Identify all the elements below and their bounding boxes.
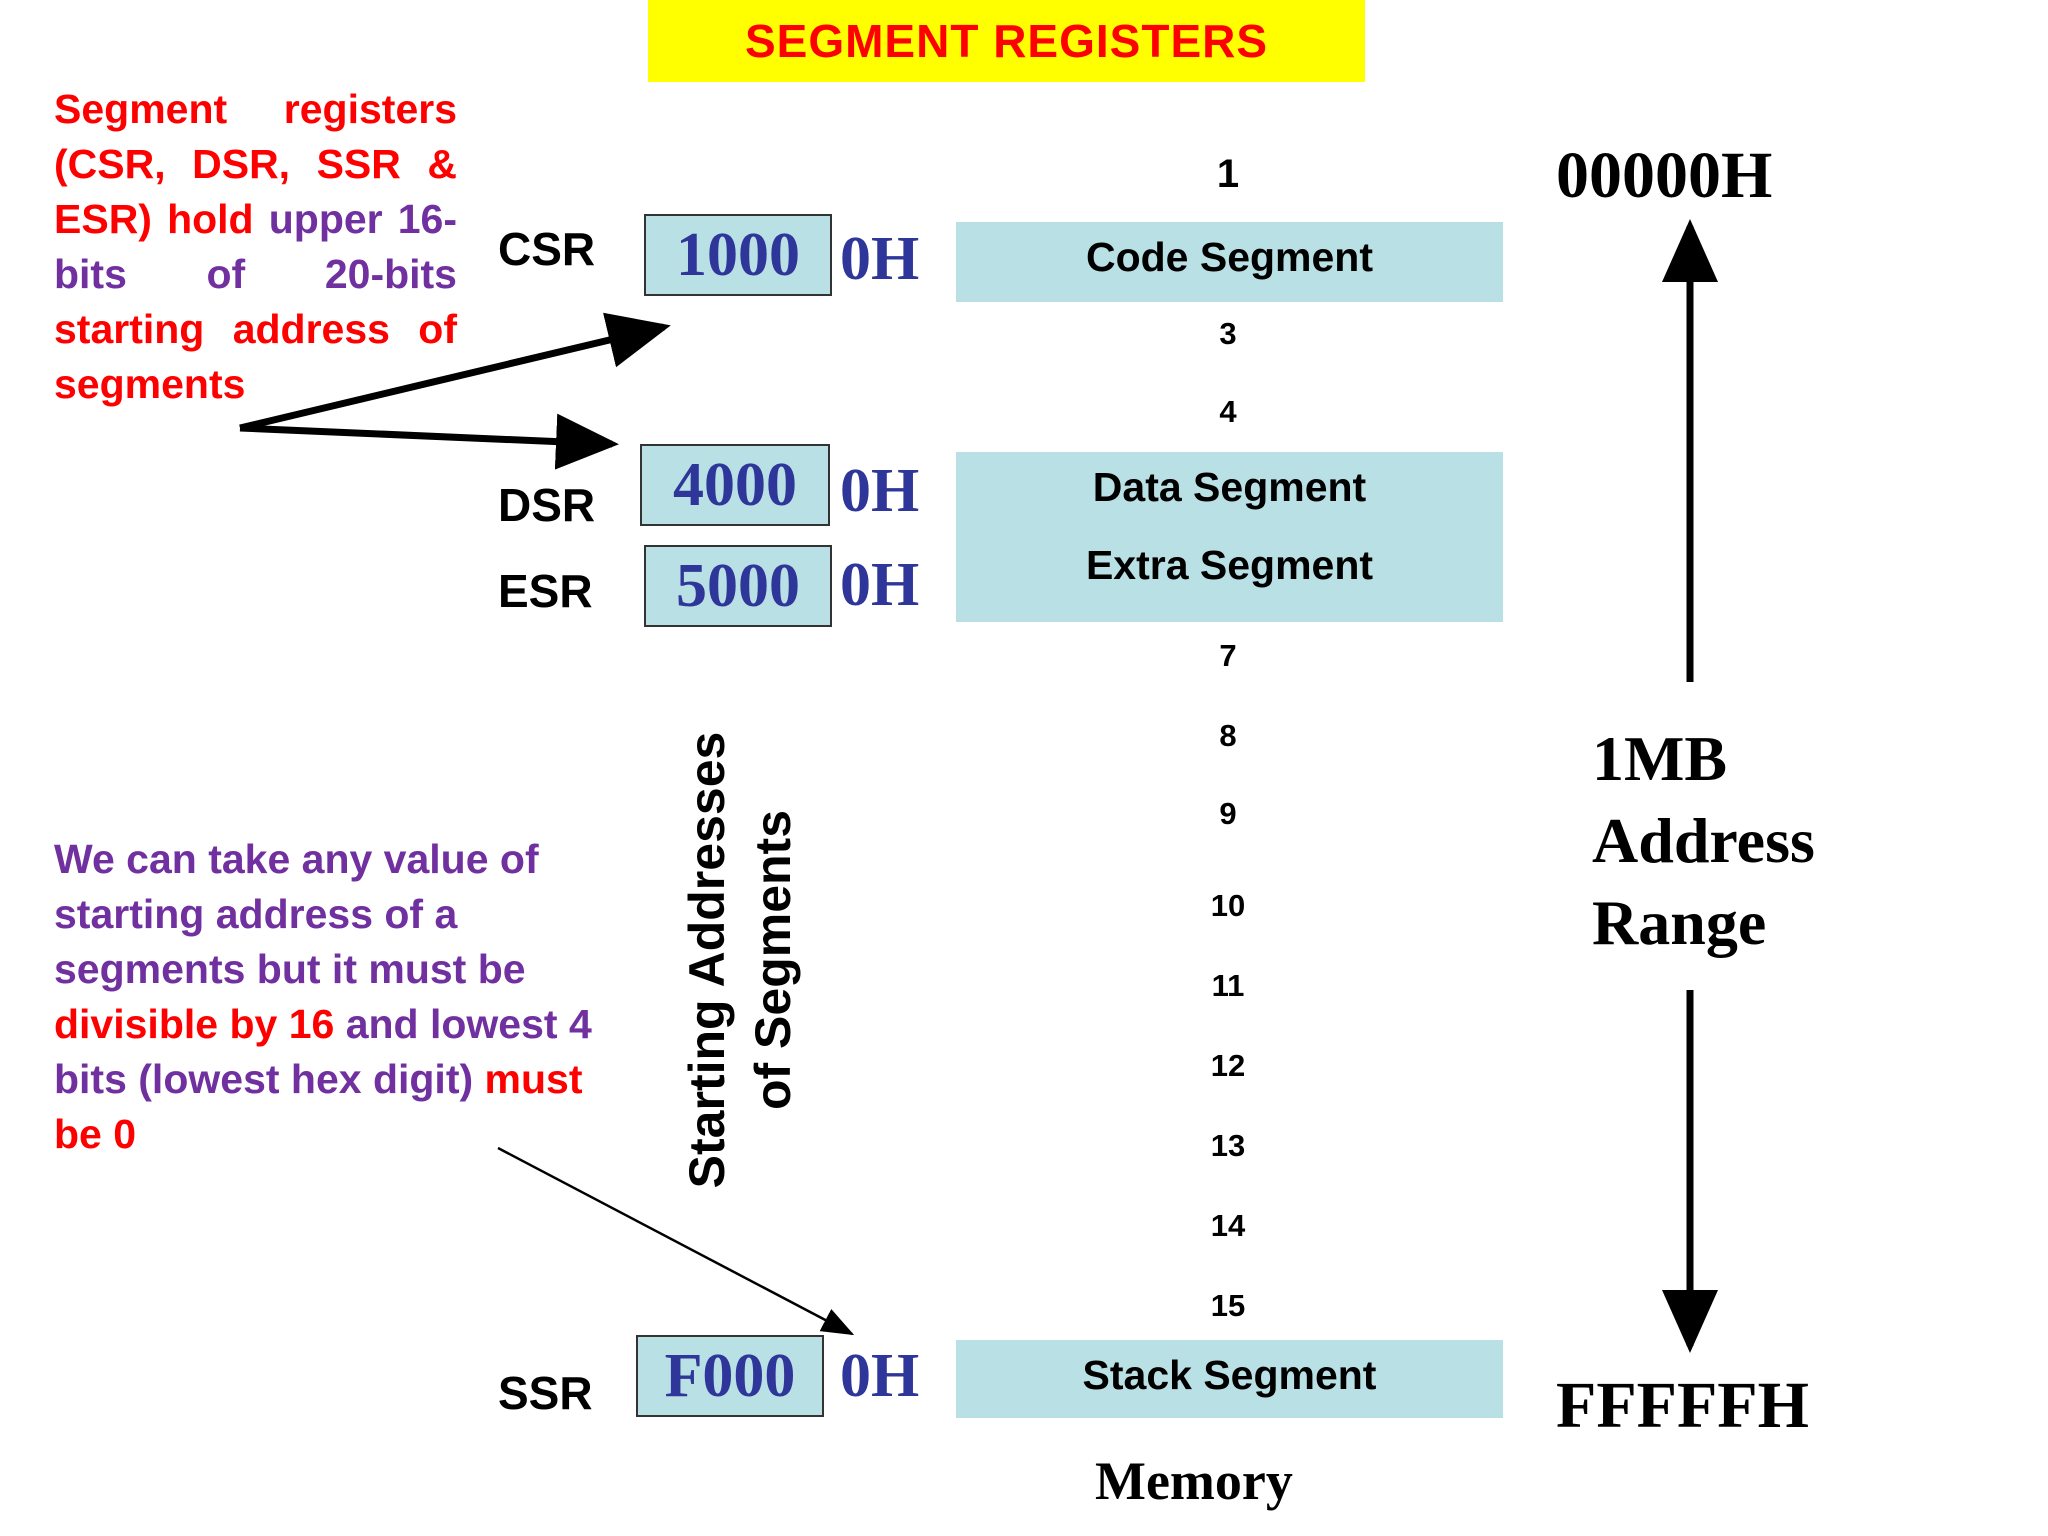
register-box-csr: 1000 xyxy=(644,214,832,296)
title-banner: SEGMENT REGISTERS xyxy=(648,0,1365,82)
stack-segment-block xyxy=(956,1340,1503,1418)
memory-number: 14 xyxy=(1210,1208,1246,1243)
arrow-to-dsr xyxy=(239,413,619,470)
register-box-esr: 5000 xyxy=(644,545,832,627)
arrow-to-ssr xyxy=(497,1146,855,1336)
memory-number: 3 xyxy=(1219,316,1237,351)
memory-number: 1 xyxy=(1216,152,1240,196)
note2-text-d: must be 0 xyxy=(54,1056,583,1157)
address-range-line2: Address xyxy=(1592,805,1815,876)
memory-number: 11 xyxy=(1211,968,1245,1003)
code-segment-label: Code Segment xyxy=(1085,234,1374,280)
register-label-ssr: SSR xyxy=(498,1367,593,1419)
register-suffix-csr: 0H xyxy=(840,225,920,293)
note1-text-a: Segment registers (CSR, DSR, SSR & ESR) … xyxy=(54,86,457,242)
register-label-dsr: DSR xyxy=(498,479,596,531)
memory-number: 7 xyxy=(1219,638,1237,673)
code-segment-block xyxy=(956,222,1503,302)
register-value-esr: 5000 xyxy=(676,552,800,620)
register-label-esr: ESR xyxy=(498,565,593,617)
memory-number: 8 xyxy=(1219,718,1237,753)
stack-segment-label: Stack Segment xyxy=(1082,1352,1377,1398)
segment-registers-note: Segment registers (CSR, DSR, SSR & ESR) … xyxy=(54,82,457,412)
memory-number: 12 xyxy=(1210,1048,1246,1083)
memory-number: 9 xyxy=(1219,796,1237,831)
address-bottom: FFFFFH xyxy=(1556,1369,1809,1442)
register-suffix-esr: 0H xyxy=(840,551,920,619)
note2-text-b: divisible by 16 xyxy=(54,1001,335,1047)
data-segment-label: Data Segment xyxy=(1092,464,1367,510)
extra-segment-label: Extra Segment xyxy=(1085,542,1374,588)
address-range-line1: 1MB xyxy=(1592,723,1728,794)
register-box-ssr: F000 xyxy=(636,1335,824,1417)
address-range-line3: Range xyxy=(1592,887,1767,958)
memory-number: 13 xyxy=(1210,1128,1246,1163)
register-suffix-dsr: 0H xyxy=(840,457,920,525)
note2-text-a: We can take any value of starting addres… xyxy=(54,836,539,992)
register-value-csr: 1000 xyxy=(676,221,800,289)
memory-caption: Memory xyxy=(1095,1451,1293,1511)
register-value-ssr: F000 xyxy=(664,1342,796,1410)
register-suffix-ssr: 0H xyxy=(840,1342,920,1410)
memory-number: 10 xyxy=(1210,888,1246,923)
address-range-label: 1MB Address Range xyxy=(1592,718,1815,964)
register-value-dsr: 4000 xyxy=(673,451,797,519)
divisibility-note: We can take any value of starting addres… xyxy=(54,832,614,1162)
memory-number: 15 xyxy=(1210,1288,1246,1323)
arrow-to-csr xyxy=(239,312,671,432)
data-extra-segment-block xyxy=(956,452,1503,622)
note1-text-c: starting address of segments xyxy=(54,306,457,407)
address-top: 00000H xyxy=(1556,139,1773,212)
note1-text-b: upper 16-bits of 20-bits xyxy=(54,196,458,297)
register-label-csr: CSR xyxy=(498,223,596,275)
page-title: SEGMENT REGISTERS xyxy=(744,15,1269,67)
register-box-dsr: 4000 xyxy=(640,444,830,526)
note2-text-c: and lowest 4 bits (lowest hex digit) xyxy=(54,1001,592,1102)
memory-number: 4 xyxy=(1219,394,1237,429)
